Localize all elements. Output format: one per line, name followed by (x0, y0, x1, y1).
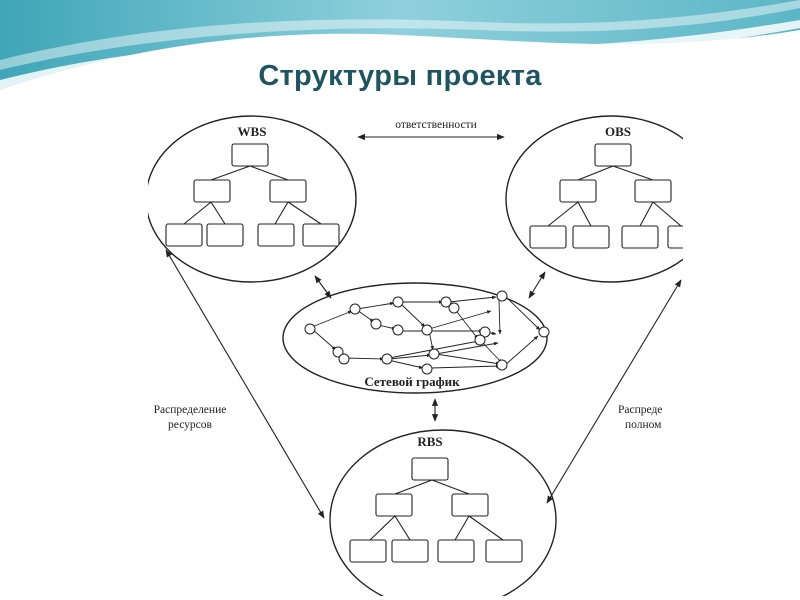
header-wave-decoration (0, 0, 800, 92)
wbs-rbs-edge-label-2: ресурсов (168, 419, 212, 431)
obs-structure: OBS (505, 115, 683, 283)
obs-network-arrow (528, 271, 546, 299)
network-graph: Сетевой график (282, 282, 550, 394)
rbs-label: RBS (417, 434, 442, 449)
project-structures-diagram: WBS OBS (148, 115, 683, 596)
wbs-rbs-arrow (165, 249, 325, 519)
obs-rbs-edge-label-1: Распреде (618, 404, 662, 416)
slide-title: Структуры проекта (258, 60, 542, 92)
wbs-obs-edge-label: ответственности (395, 119, 476, 131)
network-label: Сетевой график (364, 374, 460, 389)
wbs-structure: WBS (148, 115, 357, 283)
wbs-network-arrow (314, 275, 332, 299)
obs-rbs-arrow (546, 279, 682, 504)
rbs-structure: RBS (329, 429, 557, 596)
wbs-rbs-edge-label-1: Распределение (154, 404, 227, 416)
obs-label: OBS (605, 124, 631, 139)
obs-rbs-edge-label-2: полном (625, 419, 662, 431)
wbs-label: WBS (238, 124, 267, 139)
